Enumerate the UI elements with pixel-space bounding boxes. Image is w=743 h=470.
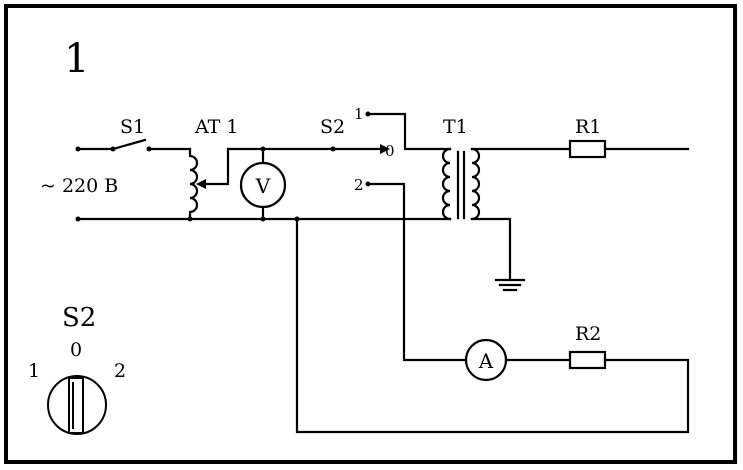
autotransformer-at1-label: AT 1 <box>194 116 238 138</box>
selector-contact-2-label: 2 <box>354 176 364 194</box>
autotransformer-wiper <box>196 147 230 189</box>
figure-number: 1 <box>64 36 89 82</box>
transformer-t1-label: T1 <box>443 116 468 138</box>
selector-contact-2 <box>365 181 468 362</box>
supply-voltage-label: ~ 220 B <box>40 175 118 197</box>
resistor-r2-label: R2 <box>575 323 601 345</box>
supply-top-line <box>75 146 116 152</box>
selector-contact-0-label: 0 <box>385 142 395 160</box>
selector-contact-1-label: 1 <box>354 105 364 123</box>
transformer-t1 <box>441 147 481 221</box>
switch-s1-label: S1 <box>120 116 145 138</box>
selector-contact-1 <box>365 111 452 151</box>
voltmeter <box>239 147 287 221</box>
wiper-to-selector-line <box>226 144 390 154</box>
selector-s2-label: S2 <box>320 116 345 138</box>
autotransformer-at1-coil <box>188 147 199 221</box>
ground-connection <box>470 217 526 292</box>
ammeter-label: A <box>478 349 494 373</box>
diagram-frame <box>4 4 737 464</box>
resistor-r1-label: R1 <box>575 116 601 138</box>
voltmeter-label: V <box>255 174 271 198</box>
selector-knob-icon <box>47 375 107 435</box>
selector-knob-pos-1: 1 <box>28 360 40 382</box>
selector-knob-pos-2: 2 <box>114 360 126 382</box>
switch-s1 <box>111 138 192 152</box>
selector-knob-title: S2 <box>62 303 96 333</box>
secondary-output-line <box>470 139 690 159</box>
resistor-r2 <box>295 217 690 434</box>
selector-knob-pos-0: 0 <box>70 339 82 361</box>
